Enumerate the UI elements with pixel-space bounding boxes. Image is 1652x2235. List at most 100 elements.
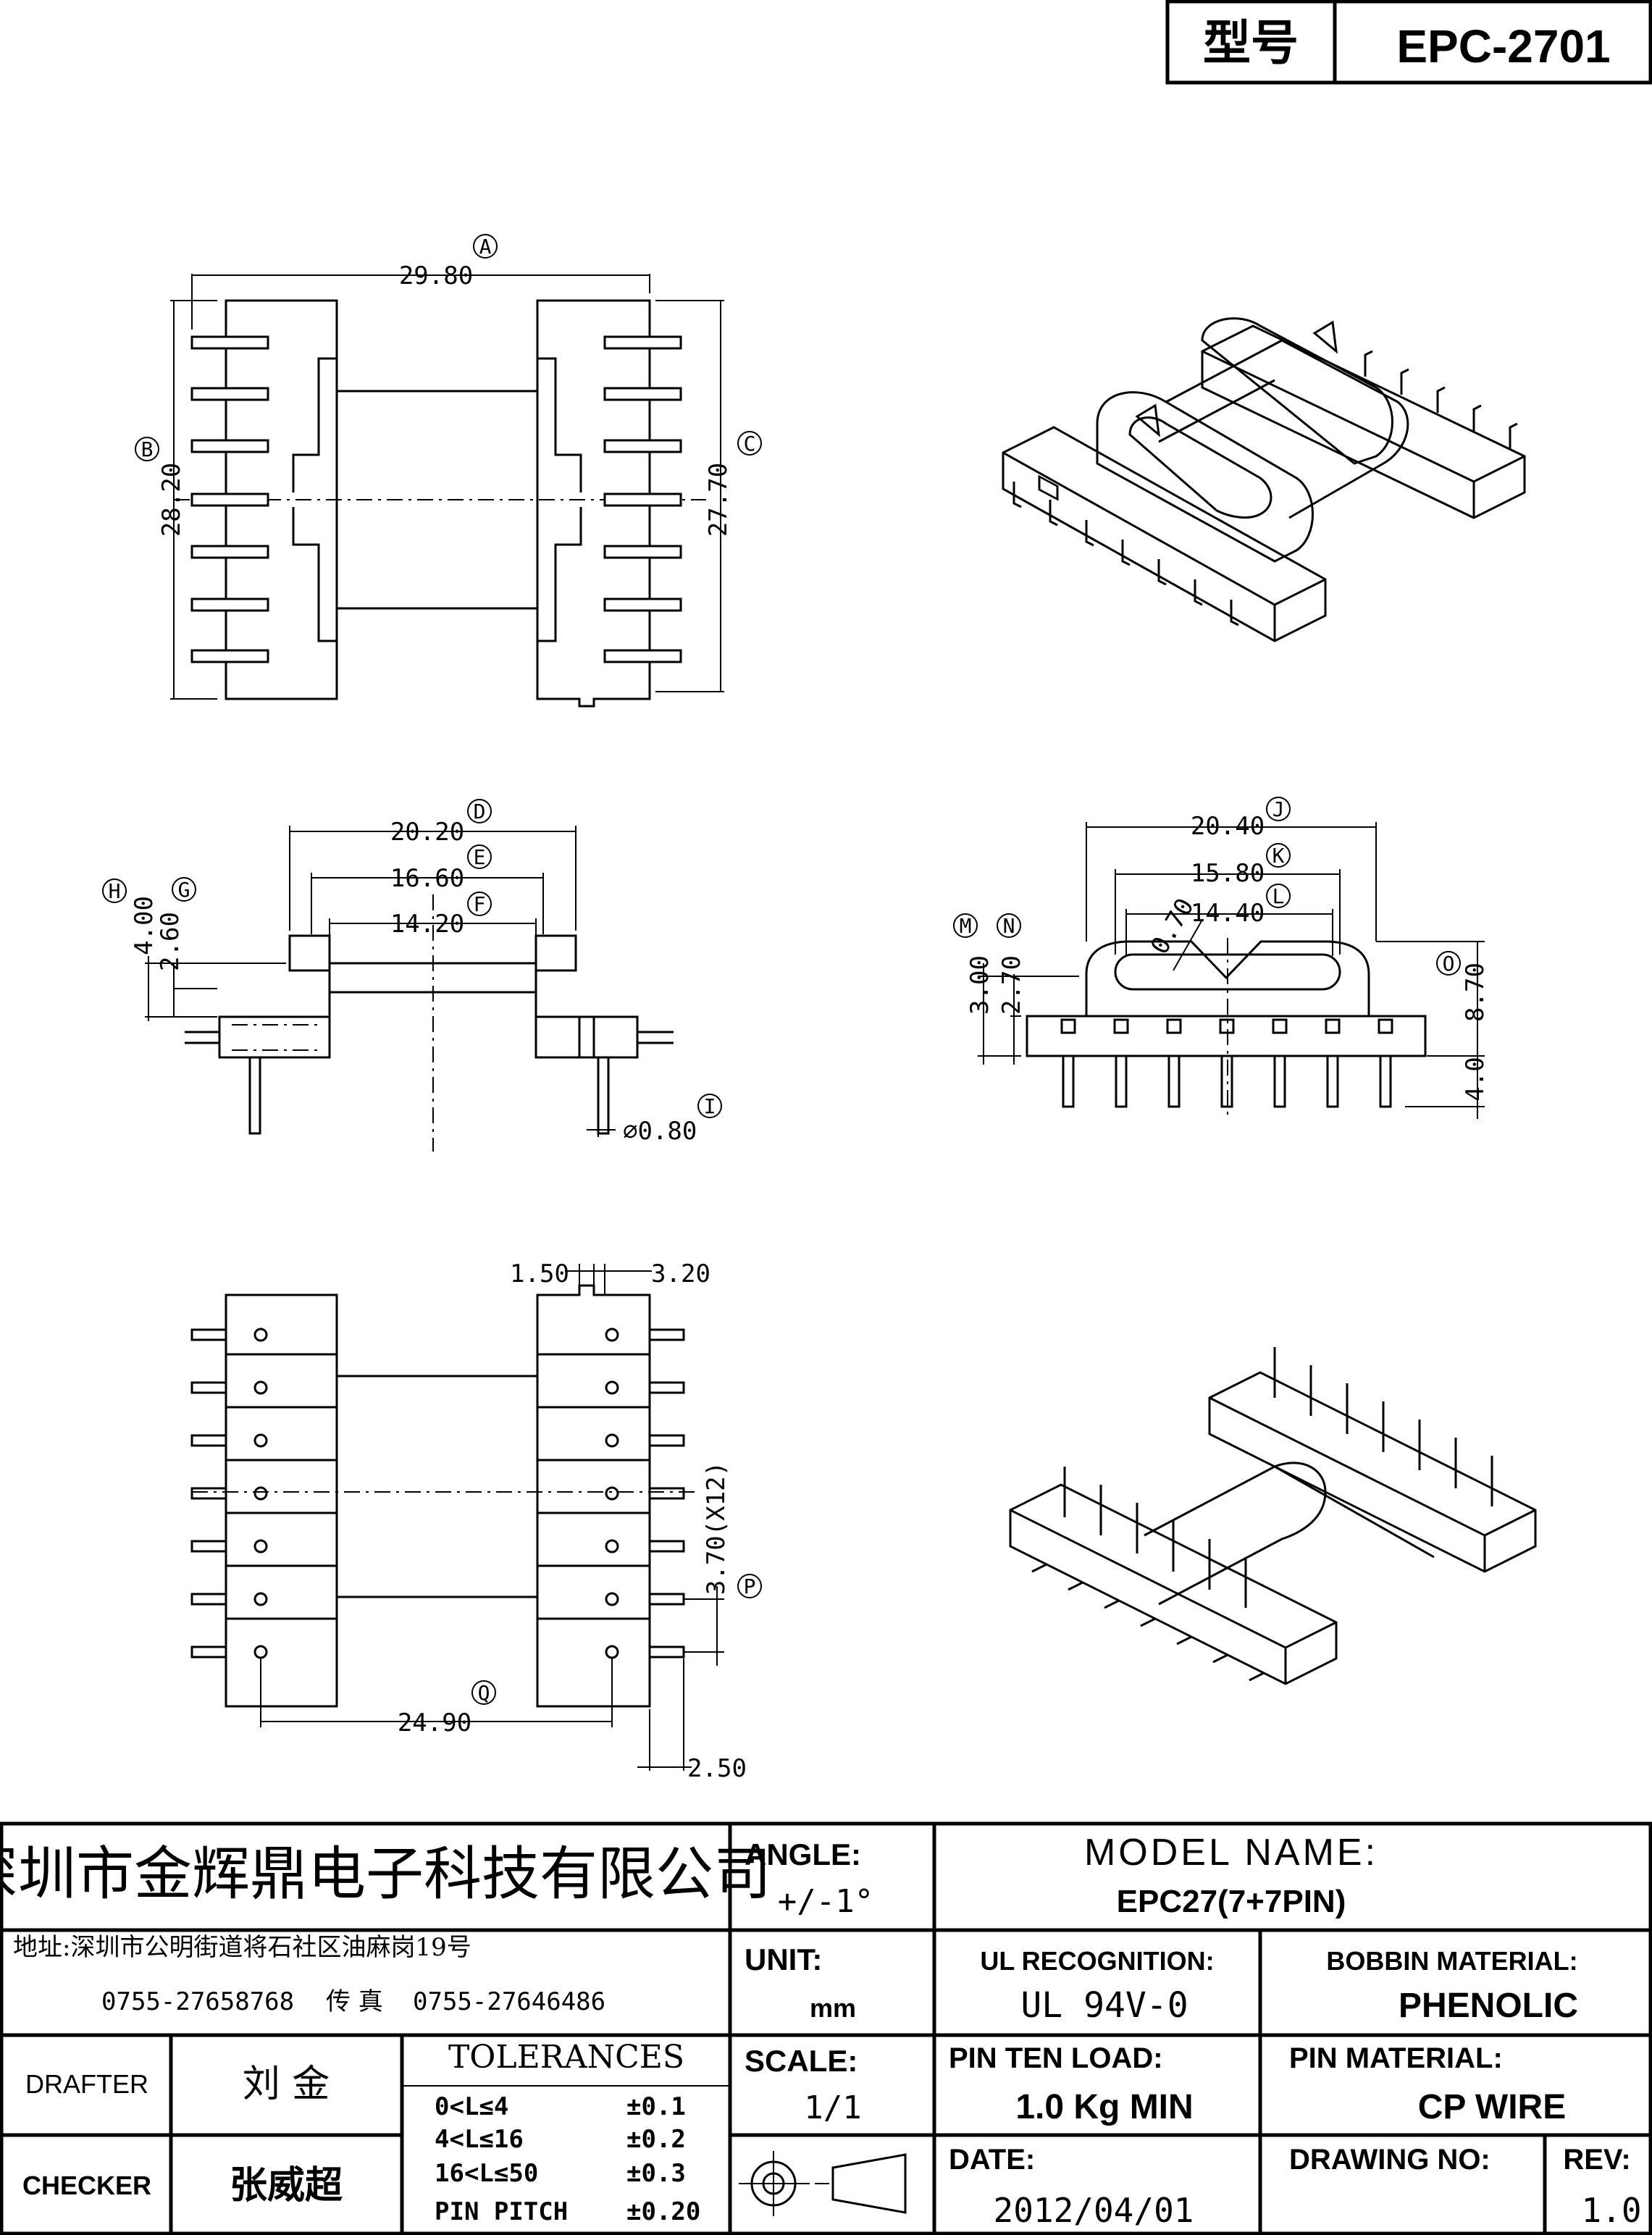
ul-value: UL 94V-0 <box>1020 1985 1188 2026</box>
tag-k: K <box>1272 844 1285 868</box>
scale-label: SCALE: <box>745 2044 858 2078</box>
dim-offset: 2.50 <box>687 1754 747 1783</box>
pin-load-label: PIN TEN LOAD: <box>949 2042 1163 2074</box>
dim-l: 14.40 <box>1191 899 1265 928</box>
date-value: 2012/04/01 <box>994 2191 1194 2230</box>
dim-bottom-b: 3.20 <box>651 1259 710 1288</box>
dim-left-height: 28.20 <box>157 463 186 537</box>
dim-d: 20.20 <box>390 818 464 847</box>
date-label: DATE: <box>949 2144 1035 2176</box>
dim-g: 2.60 <box>156 912 185 971</box>
iso-bottom-rear-pins <box>1273 1347 1493 1506</box>
header-box: 型号 EPC-2701 <box>1165 0 1652 85</box>
rev-value: 1.0 <box>1581 2191 1641 2230</box>
tol-range-2: 4<L≤16 <box>435 2125 524 2154</box>
model-name-label: MODEL NAME: <box>1084 1832 1378 1874</box>
tag-c: C <box>744 432 756 456</box>
tag-i: I <box>704 1094 716 1118</box>
iso-bottom-front-pins <box>1031 1467 1265 1682</box>
side-view: 20.20 D 16.60 E 14.20 F 4.00 2.60 H G ⌀0… <box>102 799 722 1152</box>
dim-j: 20.40 <box>1191 812 1265 841</box>
dim-o: 8.70 <box>1461 963 1490 1022</box>
pin-mat-label: PIN MATERIAL: <box>1289 2042 1503 2074</box>
angle-value: +/-1° <box>778 1883 873 1920</box>
scale-value: 1/1 <box>804 2089 861 2126</box>
left-pins <box>190 335 269 663</box>
front-view-holes <box>1060 1018 1393 1034</box>
bobbin-label: BOBBIN MATERIAL: <box>1326 1946 1577 1976</box>
tol-range-1: 0<L≤4 <box>435 2092 508 2121</box>
iso-top-rear-pins <box>1364 350 1518 449</box>
pin-load-value: 1.0 Kg MIN <box>1015 2088 1193 2126</box>
model-name-value: EPC27(7+7PIN) <box>1117 1884 1346 1919</box>
dim-right-height: 27.70 <box>704 463 733 537</box>
dim-e: 16.60 <box>390 864 464 893</box>
pin-mat-value: CP WIRE <box>1418 2088 1566 2126</box>
tol-value-1: ±0.1 <box>626 2092 686 2121</box>
bottom-view-pin-dots <box>253 1328 619 1659</box>
model-label: 型号 <box>1203 16 1299 70</box>
right-pins <box>603 335 682 663</box>
tol-value-2: ±0.2 <box>626 2125 686 2154</box>
dim-f: 14.20 <box>390 910 464 939</box>
company-fax: 0755-27646486 <box>413 1987 605 2016</box>
tag-e: E <box>474 845 486 869</box>
company-phone: 0755-27658768 <box>101 1987 294 2016</box>
tag-b: B <box>141 437 154 461</box>
dim-span: 24.90 <box>398 1708 471 1737</box>
tag-a: A <box>479 235 492 259</box>
front-view-pins <box>1062 1054 1392 1108</box>
dim-n: 2.70 <box>997 955 1026 1015</box>
bottom-view-dividers <box>226 1353 650 1620</box>
tol-range-3: 16<L≤50 <box>435 2159 538 2188</box>
tag-m: M <box>960 914 972 938</box>
unit-value: mm <box>810 1993 856 2023</box>
tol-value-4: ±0.20 <box>626 2197 700 2226</box>
dim-h: 4.00 <box>130 896 159 955</box>
rev-label: REV: <box>1563 2144 1630 2176</box>
tag-h: H <box>109 879 121 903</box>
tag-p: P <box>744 1574 756 1598</box>
tag-n: N <box>1003 914 1015 938</box>
tag-g: G <box>178 878 190 902</box>
fax-label: 传 真 <box>326 1987 383 2016</box>
bottom-view: 1.50 3.20 3.70(X12) P 24.90 Q 2.50 <box>190 1259 762 1783</box>
dim-pin-dia: ⌀0.80 <box>623 1117 697 1146</box>
drafter-label: DRAFTER <box>25 2069 148 2099</box>
bottom-view-pins <box>190 1328 685 1659</box>
tag-o: O <box>1443 952 1455 976</box>
dim-pitch: 3.70(X12) <box>702 1462 731 1595</box>
dim-k: 15.80 <box>1191 859 1265 888</box>
angle-label: ANGLE: <box>745 1837 861 1871</box>
dim-m: 3.00 <box>965 955 994 1015</box>
company-address: 地址:深圳市公明街道将石社区油麻岗19号 <box>13 1933 471 1962</box>
checker-name: 张威超 <box>230 2163 343 2207</box>
model-value: EPC-2701 <box>1396 20 1610 72</box>
tag-l: L <box>1272 884 1285 908</box>
projection-symbol-icon <box>739 2151 907 2216</box>
iso-top-front-pins <box>1012 474 1239 626</box>
tag-d: D <box>474 800 486 823</box>
ul-label: UL RECOGNITION: <box>980 1946 1214 1976</box>
unit-label: UNIT: <box>745 1942 822 1976</box>
dim-pin-len: 4.0 <box>1461 1057 1490 1101</box>
dim-width: 29.80 <box>399 261 473 290</box>
dim-bottom-a: 1.50 <box>510 1259 569 1288</box>
title-block: 深圳市金辉鼎电子科技有限公司 地址:深圳市公明街道将石社区油麻岗19号 0755… <box>0 1821 1652 2235</box>
drawing-no-label: DRAWING NO: <box>1289 2144 1490 2176</box>
iso-view-bottom <box>1009 1347 1537 1685</box>
top-view: 29.80 A 28.20 B 27.70 C <box>135 234 762 708</box>
tag-f: F <box>474 892 486 916</box>
tol-value-3: ±0.3 <box>626 2159 686 2188</box>
bobbin-value: PHENOLIC <box>1399 1987 1578 2025</box>
checker-label: CHECKER <box>22 2171 151 2200</box>
iso-view-top <box>1002 317 1526 642</box>
drafter-name: 刘 金 <box>243 2063 330 2106</box>
tag-j: J <box>1272 797 1285 821</box>
tol-range-4: PIN PITCH <box>435 2197 568 2226</box>
tag-q: Q <box>478 1681 490 1705</box>
company-name: 深圳市金辉鼎电子科技有限公司 <box>0 1840 771 1908</box>
front-view: 20.40 J 15.80 K 14.40 L 0.70 3.00 2.70 M… <box>953 797 1490 1119</box>
